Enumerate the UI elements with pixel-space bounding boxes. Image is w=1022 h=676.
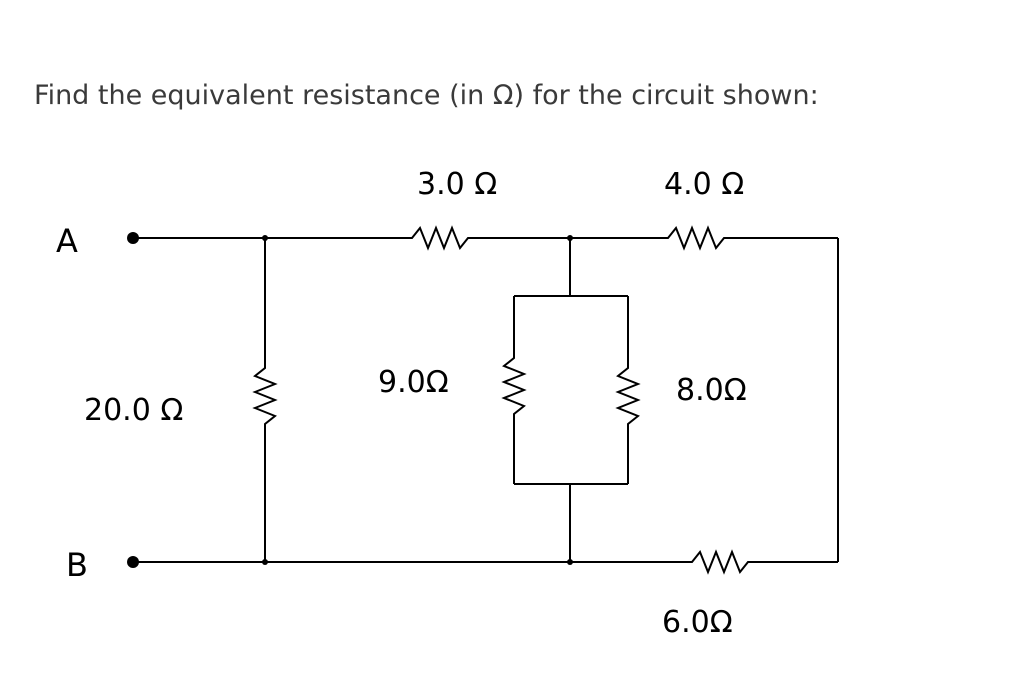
label-6ohm: 6.0Ω (662, 605, 733, 640)
terminal-b-label: B (66, 546, 88, 584)
resistor-4ohm (660, 225, 734, 251)
resistor-9ohm (501, 350, 527, 422)
label-3ohm: 3.0 Ω (417, 167, 497, 202)
junction-20-top (262, 235, 268, 241)
junction-parallel-bottom (567, 559, 573, 565)
junction-20-bottom (262, 559, 268, 565)
terminal-a-label: A (56, 222, 78, 260)
resistor-8ohm (615, 360, 641, 432)
resistor-20ohm (252, 360, 278, 432)
label-20ohm: 20.0 Ω (84, 393, 183, 428)
question-text: Find the equivalent resistance (in Ω) fo… (34, 80, 819, 111)
label-9ohm: 9.0Ω (378, 365, 449, 400)
label-4ohm: 4.0 Ω (664, 167, 744, 202)
resistor-6ohm (684, 549, 758, 575)
label-8ohm: 8.0Ω (676, 373, 747, 408)
resistor-3ohm (402, 225, 478, 251)
junction-parallel-top (567, 235, 573, 241)
